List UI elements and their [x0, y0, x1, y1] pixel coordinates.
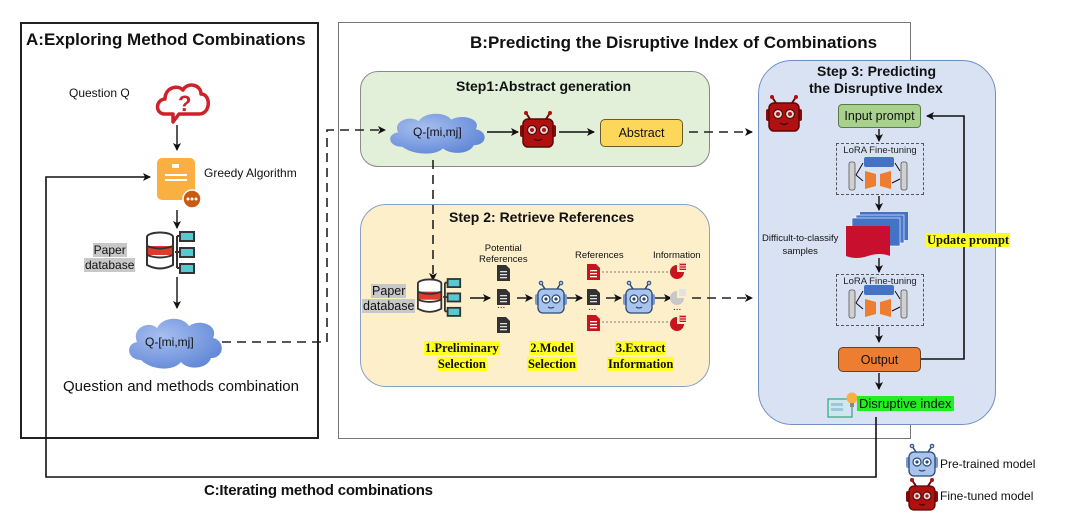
potential-line2: References	[479, 254, 528, 265]
potential-references-label: Potential References	[479, 243, 528, 265]
paper-database-label-line2: database	[84, 258, 136, 272]
legend-fine-tuned-robot-icon	[906, 478, 938, 511]
pre-trained-robot-icon	[623, 280, 655, 314]
greedy-algorithm-label: Greedy Algorithm	[204, 166, 297, 180]
step1-cloud-text: Q-[mi,mj]	[413, 125, 462, 139]
legend-pretrained-label: Pre-trained model	[940, 457, 1036, 471]
pre-trained-robot-icon	[535, 280, 567, 314]
legend-pre-trained-robot-icon	[906, 443, 938, 477]
section-a-title: A:Exploring Method Combinations	[26, 30, 306, 49]
disruptive-index-label: Disruptive index	[857, 396, 954, 411]
step3-title-line2: the Disruptive Index	[809, 80, 943, 96]
legend-finetuned-label: Fine-tuned model	[940, 489, 1034, 503]
stage3-line2: Information	[607, 357, 675, 371]
potential-reference-doc-icon	[497, 289, 510, 305]
question-cloud-icon: ?	[155, 83, 210, 124]
reference-doc-red-icon	[587, 315, 600, 331]
output-box: Output	[838, 347, 921, 372]
stage2-label: 2.Model Selection	[527, 340, 577, 372]
ellipsis-potential: ...	[497, 300, 506, 311]
combination-caption: Question and methods combination	[63, 378, 299, 395]
reference-doc-red-icon	[587, 264, 600, 280]
greedy-algorithm-icon	[157, 158, 202, 209]
step1-title: Step1:Abstract generation	[456, 78, 632, 94]
potential-reference-doc-icon	[497, 317, 510, 333]
lora-label-1: LoRA Fine-tuning	[843, 145, 917, 156]
information-pie-icon	[670, 315, 686, 331]
iteration-loop-line	[45, 173, 877, 478]
combination-cloud-a	[129, 318, 222, 369]
section-c-title: C:Iterating method combinations	[204, 482, 433, 499]
disruptive-index-text: Disruptive index	[857, 396, 954, 411]
potential-reference-doc-icon	[497, 265, 510, 281]
step2-paper-database-label: Paper database	[362, 284, 416, 314]
stage2-line2: Selection	[527, 357, 577, 371]
abstract-box: Abstract	[600, 119, 683, 147]
stage2-line1: 2.Model	[529, 341, 575, 355]
difficult-samples-label: Difficult-to-classify samples	[762, 232, 838, 258]
references-label: References	[575, 250, 624, 261]
svg-text:?: ?	[178, 91, 191, 116]
ellipsis-information: ...	[673, 302, 682, 313]
update-prompt-label: Update prompt	[926, 232, 1011, 248]
dashed-arrow-to-step1	[222, 126, 386, 343]
fine-tuned-robot-step3-icon	[766, 95, 802, 132]
stage1-line1: 1.Preliminary	[424, 341, 500, 355]
paper-database-label-line1: Paper	[92, 243, 127, 257]
stage1-label: 1.Preliminary Selection	[424, 340, 500, 372]
step3-title-line1: Step 3: Predicting	[817, 63, 937, 79]
cloud-a-text: Q-[mi,mj]	[145, 335, 194, 349]
combination-cloud-step1	[390, 113, 485, 154]
reference-doc-icon	[587, 289, 600, 305]
lora-fine-tuning-box-2: LoRA Fine-tuning	[836, 274, 924, 326]
step2-title: Step 2: Retrieve References	[449, 209, 635, 225]
question-label: Question Q	[69, 86, 130, 100]
paper-database-icon	[146, 231, 195, 274]
difficult-line2: samples	[782, 246, 818, 257]
panel-exploring-method-combinations	[20, 22, 319, 439]
lora-fine-tuning-box-1: LoRA Fine-tuning	[836, 143, 924, 195]
section-b-title: B:Predicting the Disruptive Index of Com…	[470, 33, 878, 52]
lora-label-2: LoRA Fine-tuning	[843, 276, 917, 287]
difficult-samples-stack-icon	[846, 212, 908, 258]
information-label: Information	[653, 250, 701, 261]
paper-database-step2-icon	[417, 278, 462, 317]
fine-tuned-robot-icon	[520, 111, 556, 148]
input-prompt-box: Input prompt	[838, 104, 921, 128]
information-pie-gray-icon	[670, 289, 686, 305]
difficult-line1: Difficult-to-classify	[762, 233, 839, 244]
step2-db-line1: Paper	[371, 284, 407, 298]
update-prompt-text: Update prompt	[926, 233, 1011, 247]
step2-db-line2: database	[362, 299, 416, 313]
disruptive-index-book-icon	[827, 392, 858, 418]
lora-module-diagram	[848, 285, 908, 319]
stage1-line2: Selection	[436, 357, 487, 371]
information-pie-icon	[670, 263, 686, 279]
lora-module-diagram	[848, 157, 908, 191]
stage3-line1: 3.Extract	[614, 341, 667, 355]
stage3-label: 3.Extract Information	[607, 340, 675, 372]
ellipsis-references: ...	[588, 302, 597, 313]
paper-database-label: Paper database	[84, 243, 136, 273]
potential-line1: Potential	[484, 243, 522, 254]
